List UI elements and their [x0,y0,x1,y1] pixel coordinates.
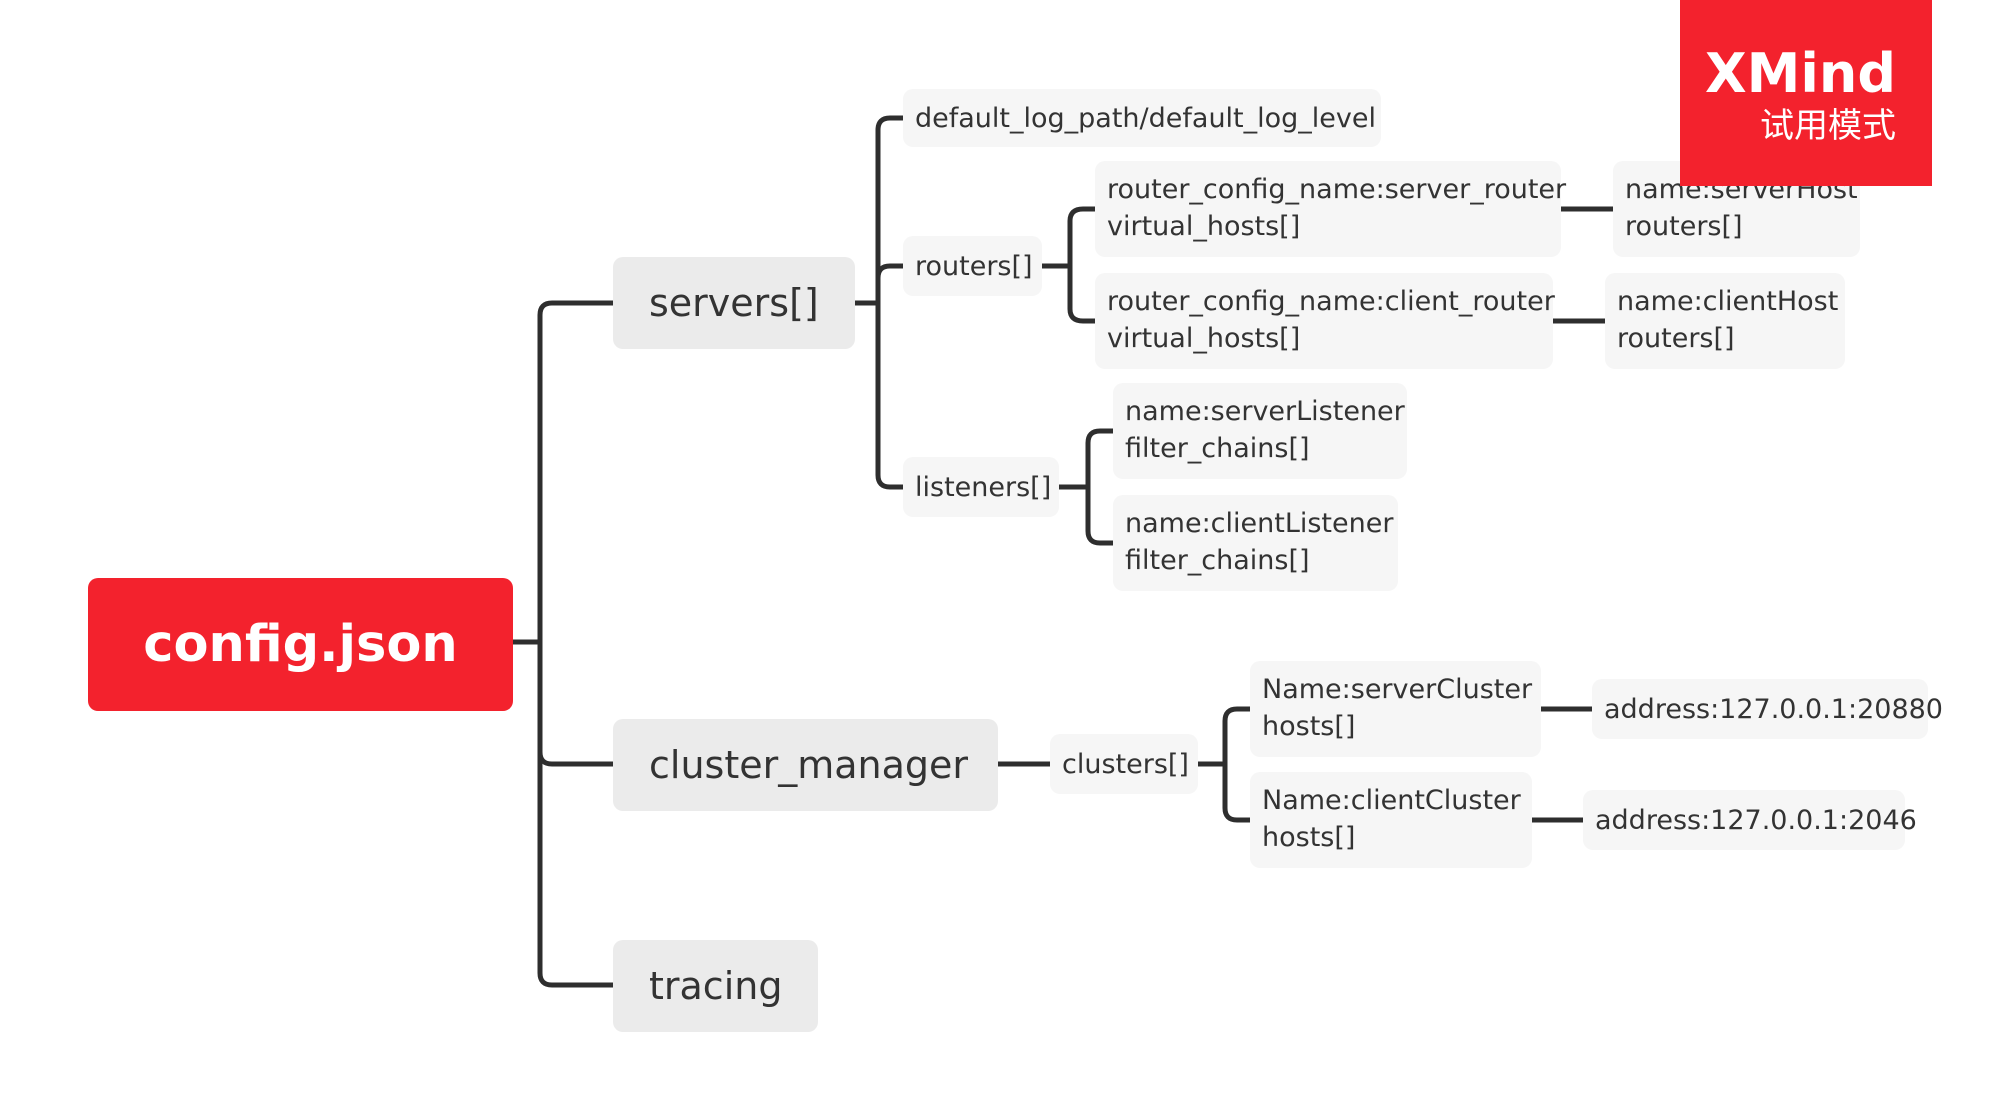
topic-client-cluster-line1: Name:clientCluster [1262,785,1521,816]
topic-server-address-label: address:127.0.0.1:20880 [1604,693,1943,725]
topic-client-cluster-line2: hosts[] [1262,822,1356,853]
topic-servers-label: servers[] [649,281,819,325]
topic-client-host-line2: routers[] [1617,323,1735,354]
topic-server-listener[interactable]: name:serverListener filter_chains[] [1113,383,1407,479]
topic-server-listener-line2: filter_chains[] [1125,433,1310,464]
topic-clusters[interactable]: clusters[] [1050,734,1198,794]
topic-listeners-label: listeners[] [915,471,1052,503]
connector-servers-routers [875,263,906,281]
topic-tracing-label: tracing [649,964,783,1008]
topic-client-router-line2: virtual_hosts[] [1107,323,1301,354]
xmind-trial-watermark: XMind 试用模式 [1680,0,1932,186]
connector-servers-branches [875,115,906,490]
topic-client-router[interactable]: router_config_name:client_router virtual… [1095,273,1555,369]
topic-client-address-label: address:127.0.0.1:2046 [1595,804,1917,836]
topic-tracing[interactable]: tracing [613,940,818,1032]
watermark-subtitle: 试用模式 [1760,106,1896,146]
topic-client-listener[interactable]: name:clientListener filter_chains[] [1113,495,1398,591]
root-topic-label: config.json [143,615,458,674]
connector-clusters-branches [1222,706,1253,823]
topic-server-router-line1: router_config_name:server_router [1107,174,1567,205]
topic-client-host[interactable]: name:clientHost routers[] [1605,273,1845,369]
topic-client-listener-line1: name:clientListener [1125,508,1394,539]
topic-servers[interactable]: servers[] [613,257,855,349]
topic-client-router-line1: router_config_name:client_router [1107,286,1555,317]
topic-client-cluster[interactable]: Name:clientCluster hosts[] [1250,772,1532,868]
topic-server-cluster-line2: hosts[] [1262,711,1356,742]
topic-server-cluster[interactable]: Name:serverCluster hosts[] [1250,661,1541,757]
topic-routers[interactable]: routers[] [903,236,1042,296]
topic-server-host-line2: routers[] [1625,211,1743,242]
topic-server-address[interactable]: address:127.0.0.1:20880 [1592,679,1943,739]
connector-root-branches [537,300,616,988]
topic-default-log-label: default_log_path/default_log_level [915,102,1377,134]
connector-routers-branches [1067,206,1098,324]
topic-routers-label: routers[] [915,250,1033,282]
topic-server-listener-line1: name:serverListener [1125,396,1405,427]
topic-client-listener-line2: filter_chains[] [1125,545,1310,576]
topic-client-host-line1: name:clientHost [1617,286,1839,317]
root-topic[interactable]: config.json [88,578,513,711]
connector-listeners-branches [1085,428,1116,546]
topic-cluster-manager[interactable]: cluster_manager [613,719,998,811]
topic-client-address[interactable]: address:127.0.0.1:2046 [1583,790,1917,850]
topic-clusters-label: clusters[] [1062,748,1189,780]
topic-server-router-line2: virtual_hosts[] [1107,211,1301,242]
topic-default-log[interactable]: default_log_path/default_log_level [903,89,1381,147]
topic-server-cluster-line1: Name:serverCluster [1262,674,1533,705]
topic-server-router[interactable]: router_config_name:server_router virtual… [1095,161,1567,257]
topic-listeners[interactable]: listeners[] [903,457,1059,517]
connector-root-cluster-manager [537,749,616,767]
topic-cluster-manager-label: cluster_manager [649,743,969,787]
watermark-title: XMind [1705,42,1896,105]
